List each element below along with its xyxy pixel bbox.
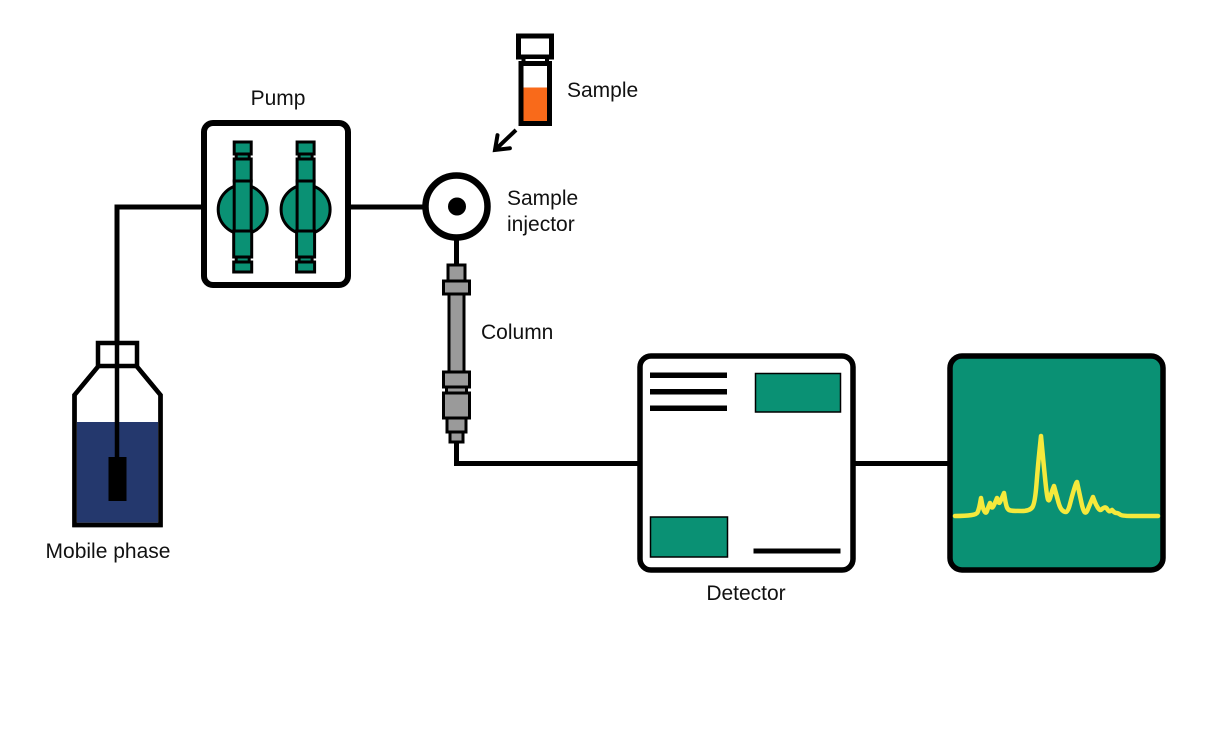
detector-vent-bar — [650, 389, 727, 395]
detector-vent-bar — [650, 372, 727, 378]
sample-arrow — [492, 128, 518, 153]
vial-liquid — [523, 87, 547, 121]
tube-column-to-detector — [454, 437, 643, 466]
pump-head-right — [279, 140, 332, 274]
tube-bottle-to-pump — [114, 204, 208, 347]
mobile-phase-label: Mobile phase — [46, 540, 171, 563]
intake-sinker — [108, 457, 127, 501]
bottle-outline — [72, 364, 163, 528]
sample-injector: Sample injector — [422, 172, 578, 241]
monitor-screen — [947, 353, 1166, 573]
detector-label: Detector — [706, 582, 785, 605]
column-label: Column — [481, 321, 553, 344]
detector-panel-top — [754, 372, 842, 413]
mobile-phase-bottle: Mobile phase — [46, 340, 171, 563]
sample-vial: Sample — [492, 33, 638, 153]
pump-label: Pump — [251, 87, 306, 110]
injector-label-line1: Sample — [507, 187, 578, 210]
chromatogram-trace — [952, 433, 1161, 519]
pump-head-left — [216, 140, 269, 274]
detector-slot-bar — [753, 548, 841, 554]
column: Column — [442, 263, 553, 444]
tubing-lines — [114, 204, 954, 466]
monitor-display — [947, 353, 1166, 573]
detector-vent-bar — [650, 405, 727, 411]
injector-port-dot — [448, 197, 466, 216]
sample-label: Sample — [567, 79, 638, 102]
pump: Pump — [201, 87, 351, 288]
detector: Detector — [637, 353, 856, 605]
vial-cap — [516, 33, 554, 60]
detector-panel-bottom — [649, 516, 729, 558]
injector-label-line2: injector — [507, 213, 575, 236]
